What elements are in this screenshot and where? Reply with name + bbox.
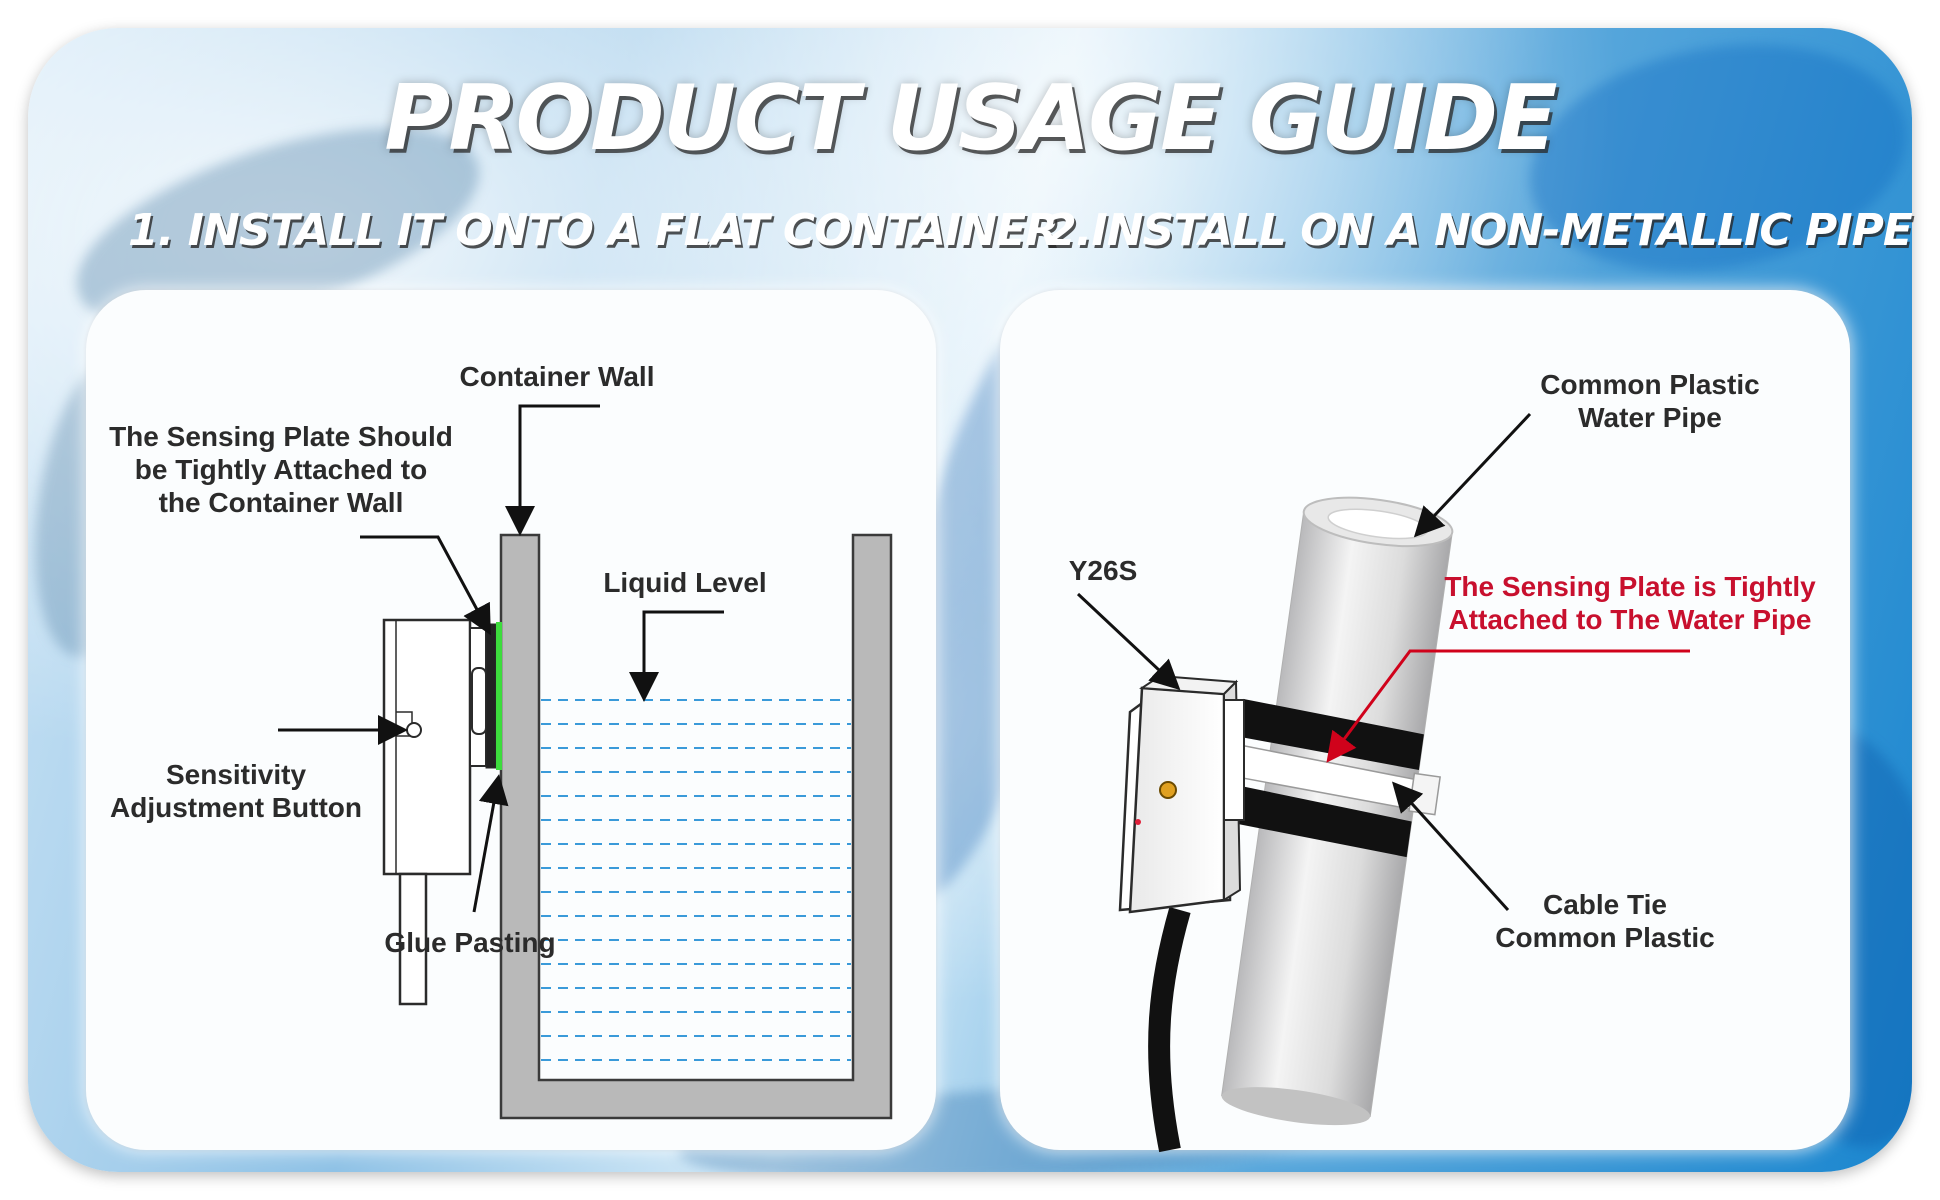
indicator-led <box>1135 819 1141 825</box>
sensing-pipe-label-line2: Attached to The Water Pipe <box>1448 604 1812 635</box>
glue-layer <box>496 622 502 770</box>
section-1-heading: 1. INSTALL IT ONTO A FLAT CONTAINER <box>128 205 1059 256</box>
cable-tie-label-line1: Cable Tie <box>1543 889 1667 920</box>
sensor-body-pipe <box>1128 686 1226 914</box>
sensing-plate-arrow <box>360 535 491 636</box>
sensing-plate <box>485 623 497 769</box>
sensitivity-button <box>406 722 422 738</box>
container-wall-arrow <box>505 404 600 536</box>
cable-tie-label-line2: Common Plastic <box>1495 922 1715 953</box>
sensing-plate-label-line1: The Sensing Plate Should <box>109 421 453 452</box>
section-2-heading: 2.INSTALL ON A NON-METALLIC PIPE <box>1046 205 1913 256</box>
sensor-cable-black <box>1148 906 1191 1153</box>
liquid-level-label: Liquid Level <box>603 567 767 598</box>
sensitivity-label-line1: Sensitivity <box>165 759 307 790</box>
sensor-adjust-button <box>1159 781 1177 799</box>
sensing-pipe-label-line1: The Sensing Plate is Tightly <box>1444 571 1816 602</box>
cable-tie-arrow <box>1391 781 1510 912</box>
pipe-label-line1: Common Plastic <box>1540 369 1760 400</box>
sensor-body <box>382 618 472 876</box>
model-arrow <box>1076 592 1181 691</box>
sensor-on-pipe <box>1118 674 1245 1153</box>
container-diagram <box>278 404 893 1120</box>
container-wall-label: Container Wall <box>459 361 655 392</box>
mounting-strap-lower <box>1225 783 1412 858</box>
sensing-plate-label-line2: be Tightly Attached to <box>134 454 428 485</box>
sensitivity-label-line2: Adjustment Button <box>110 792 362 823</box>
model-label: Y26S <box>1068 555 1138 586</box>
container-wall <box>499 533 893 1120</box>
glue-pasting-arrow <box>472 774 509 913</box>
glue-pasting-label: Glue Pasting <box>384 927 556 958</box>
liquid-level-arrow <box>629 610 724 702</box>
pipe-arrow <box>1413 412 1532 538</box>
sensor-cable <box>398 872 428 1006</box>
sensing-plate-label-line3: the Container Wall <box>158 487 404 518</box>
page-title: PRODUCT USAGE GUIDE <box>384 66 1557 171</box>
pipe-label-line2: Water Pipe <box>1578 402 1722 433</box>
liquid-lines <box>541 699 851 1061</box>
sensing-plate-red-arrow <box>1326 649 1690 763</box>
